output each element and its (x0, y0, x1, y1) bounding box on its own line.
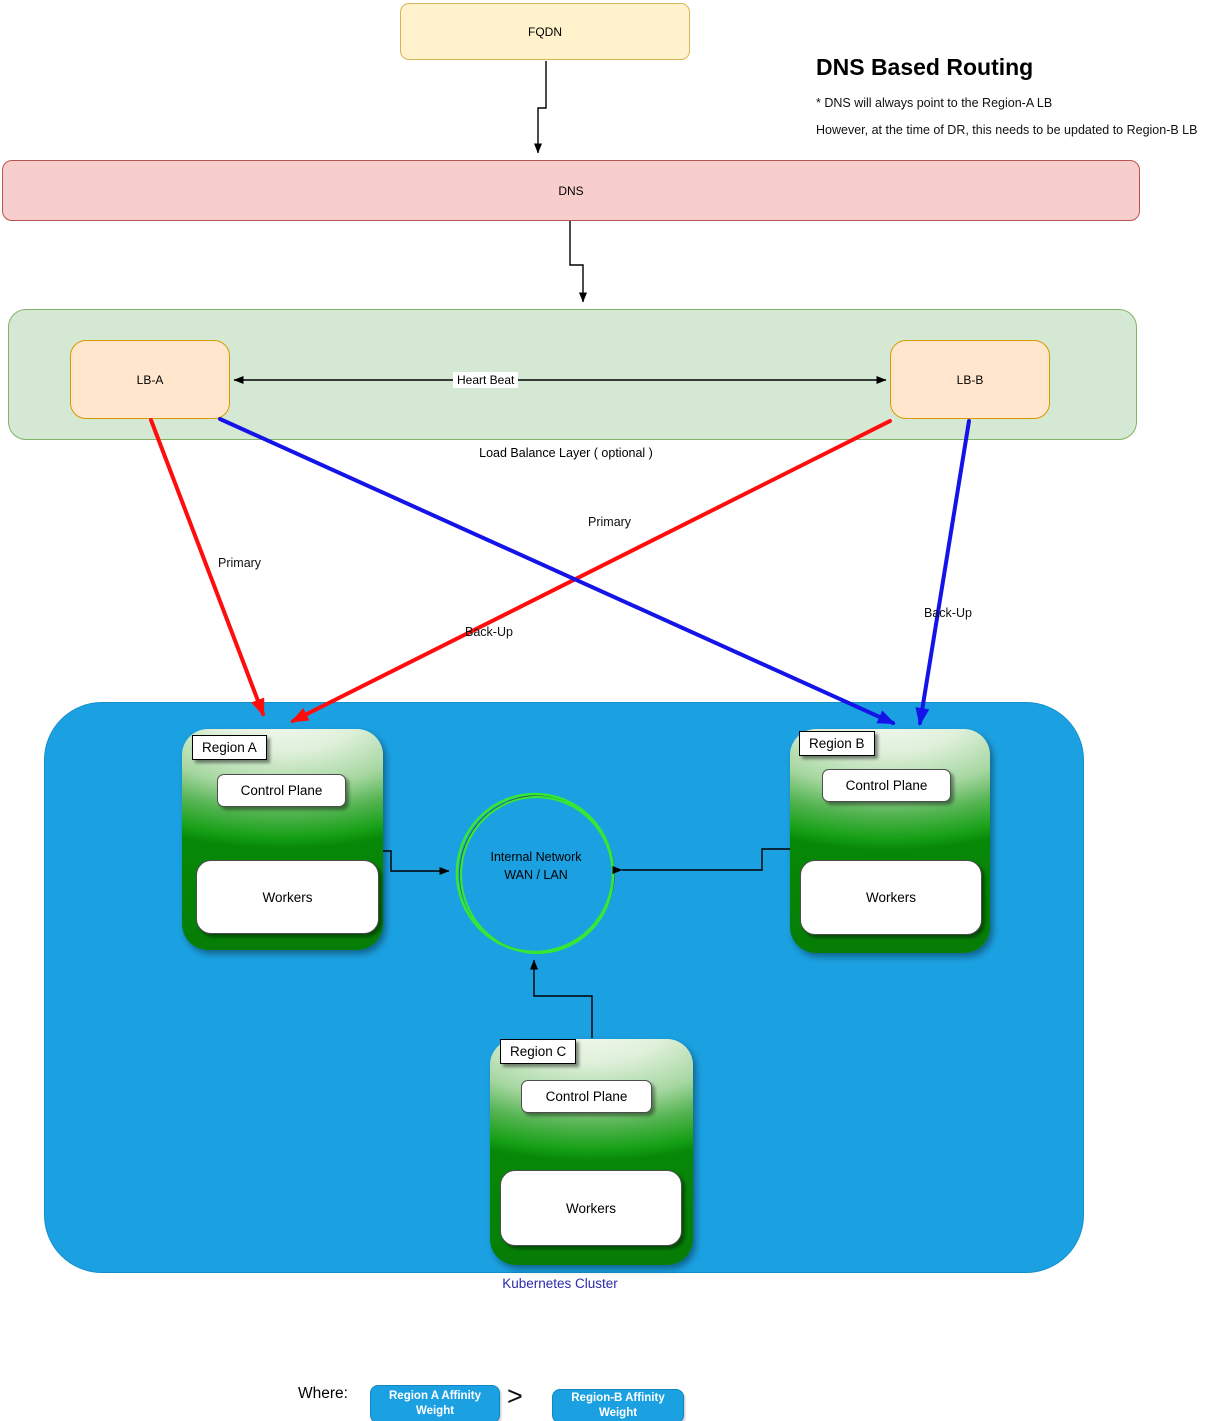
note-dr-update: However, at the time of DR, this needs t… (816, 123, 1198, 137)
region-a-node[interactable]: Region A Control Plane Workers (182, 729, 383, 950)
edge-dns-to-lb-layer (569, 221, 587, 303)
primary-label-lba: Primary (218, 556, 262, 570)
fqdn-label: FQDN (528, 24, 562, 39)
internal-network-line1: Internal Network (490, 850, 582, 864)
legend-region-a-affinity-line2: Weight (415, 1405, 455, 1417)
kubernetes-cluster-caption: Kubernetes Cluster (502, 1276, 618, 1291)
internal-network-label: Internal Network WAN / LAN (456, 848, 616, 884)
dns-label: DNS (558, 183, 584, 198)
internal-network-line2: WAN / LAN (504, 868, 568, 883)
legend-region-a-affinity-chip[interactable]: Region A Affinity Weight (370, 1385, 500, 1421)
backup-label-lba: Back-Up (465, 625, 513, 639)
region-a-control-plane[interactable]: Control Plane (217, 774, 346, 807)
greater-than-symbol: > (507, 1381, 523, 1411)
lb-a-node[interactable]: LB-A (70, 340, 230, 419)
legend-region-a-affinity-line1: Region A Affinity (389, 1390, 481, 1403)
region-c-workers[interactable]: Workers (500, 1170, 682, 1246)
edge-fqdn-to-dns (534, 61, 547, 154)
lb-b-label: LB-B (956, 372, 984, 387)
page-title: DNS Based Routing (816, 54, 1034, 80)
heart-beat-label: Heart Beat (453, 372, 519, 388)
load-balance-layer-caption: Load Balance Layer ( optional ) (479, 446, 653, 460)
region-c-node[interactable]: Region C Control Plane Workers (490, 1039, 693, 1265)
region-b-control-plane[interactable]: Control Plane (822, 769, 951, 802)
note-dns-points-region-a: * DNS will always point to the Region-A … (816, 96, 1053, 110)
primary-label-lbb: Primary (588, 515, 632, 529)
lb-a-label: LB-A (136, 372, 164, 387)
dns-node[interactable]: DNS (2, 160, 1140, 221)
legend-region-b-affinity-line1: Region-B Affinity (571, 1392, 665, 1405)
edge-lba-to-region-b-backup (218, 417, 896, 725)
lb-b-node[interactable]: LB-B (890, 340, 1050, 419)
legend-region-b-affinity-line2: Weight (598, 1407, 638, 1419)
region-b-tag[interactable]: Region B (799, 731, 875, 756)
region-b-workers[interactable]: Workers (800, 860, 982, 935)
backup-label-lbb: Back-Up (924, 606, 972, 620)
fqdn-node[interactable]: FQDN (400, 3, 690, 60)
region-a-tag[interactable]: Region A (192, 735, 267, 760)
edge-lbb-to-region-b-backup (915, 419, 971, 726)
region-c-control-plane[interactable]: Control Plane (521, 1080, 652, 1113)
legend-where-label: Where: (298, 1385, 348, 1402)
region-c-tag[interactable]: Region C (500, 1039, 577, 1064)
edge-lbb-to-region-a (290, 419, 892, 723)
region-b-node[interactable]: Region B Control Plane Workers (790, 729, 990, 953)
region-a-workers[interactable]: Workers (196, 860, 379, 934)
legend-region-b-affinity-chip[interactable]: Region-B Affinity Weight (552, 1389, 684, 1421)
